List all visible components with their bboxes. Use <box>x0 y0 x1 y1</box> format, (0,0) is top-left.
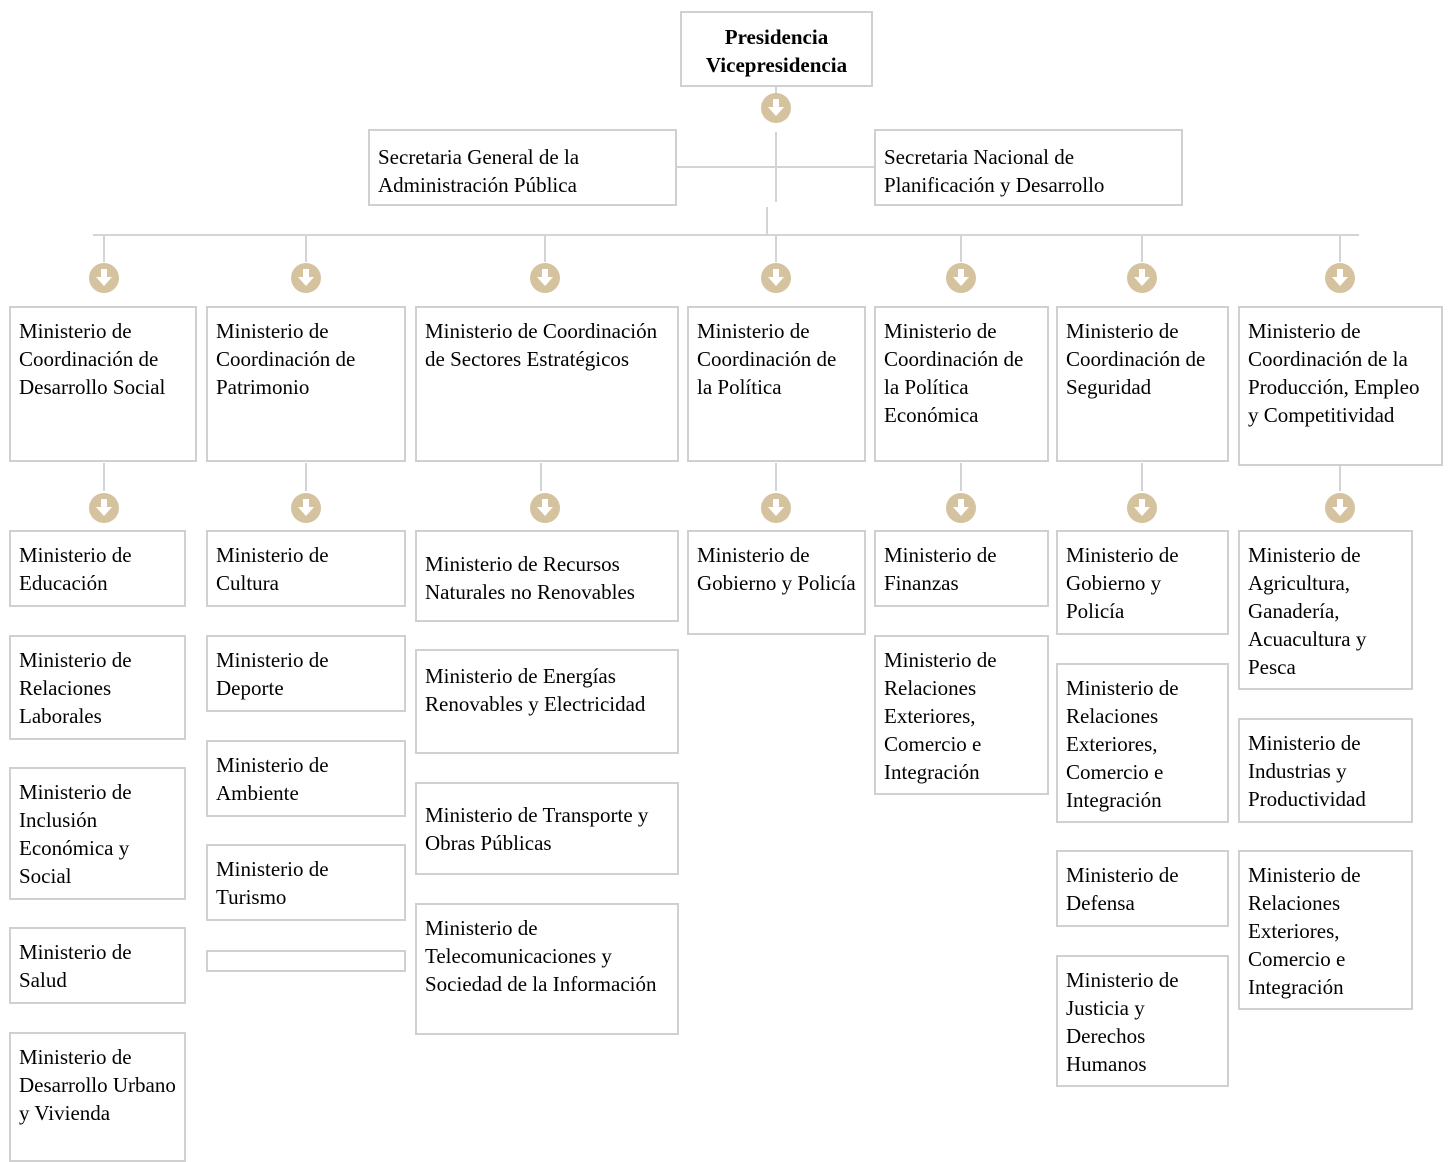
ministry-node: Ministerio de Educación <box>9 530 186 607</box>
down-arrow-circle-icon <box>291 493 321 523</box>
connector-line <box>305 463 307 491</box>
down-arrow-circle-icon <box>1325 493 1355 523</box>
connector-line <box>540 463 542 491</box>
ministry-node: Ministerio de Inclusión Económica y Soci… <box>9 767 186 900</box>
down-arrow-circle-icon <box>1127 263 1157 293</box>
ministry-node: Ministerio de Gobierno y Policía <box>1056 530 1229 635</box>
connector-line <box>960 463 962 491</box>
coordinator-node: Ministerio de Coordinación de la Polític… <box>687 306 866 462</box>
ministry-node: Ministerio de Recursos Naturales no Reno… <box>415 530 679 622</box>
ministry-node: Ministerio de Salud <box>9 927 186 1004</box>
connector-line <box>676 166 874 168</box>
coordinator-node: Ministerio de Coordinación de Patrimonio <box>206 306 406 462</box>
ministry-node: Ministerio de Industrias y Productividad <box>1238 718 1413 823</box>
down-arrow-circle-icon <box>1325 263 1355 293</box>
coordinator-node: Ministerio de Coordinación de la Producc… <box>1238 306 1443 466</box>
ministry-node: Ministerio de Desarrollo Urbano y Vivien… <box>9 1032 186 1162</box>
connector-line <box>766 207 768 235</box>
ministry-node: Ministerio de Deporte <box>206 635 406 712</box>
ministry-node: Ministerio de Relaciones Laborales <box>9 635 186 740</box>
connector-line <box>775 236 777 262</box>
down-arrow-circle-icon <box>946 493 976 523</box>
down-arrow-circle-icon <box>530 263 560 293</box>
secretariat-general-node: Secretaria General de la Administración … <box>368 129 677 206</box>
ministry-node: Ministerio de Ambiente <box>206 740 406 817</box>
secretariat-planning-node: Secretaria Nacional de Planificación y D… <box>874 129 1183 206</box>
down-arrow-circle-icon <box>761 493 791 523</box>
down-arrow-circle-icon <box>761 263 791 293</box>
connector-line <box>1339 463 1341 491</box>
ministry-node: Ministerio de Defensa <box>1056 850 1229 927</box>
down-arrow-circle-icon <box>761 93 791 123</box>
coordinator-node: Ministerio de Coordinación de Sectores E… <box>415 306 679 462</box>
ministry-node: Ministerio de Transporte y Obras Pública… <box>415 782 679 875</box>
presidency-label: Presidencia <box>724 25 829 49</box>
vicepresidency-label: Vicepresidencia <box>705 53 848 77</box>
ministry-node: Ministerio de Telecomunicaciones y Socie… <box>415 903 679 1035</box>
down-arrow-circle-icon <box>1127 493 1157 523</box>
coordinator-node: Ministerio de Coordinación de la Polític… <box>874 306 1049 462</box>
ministry-node: Ministerio de Agricultura, Ganadería, Ac… <box>1238 530 1413 690</box>
ministry-node: Ministerio de Relaciones Exteriores, Com… <box>1238 850 1413 1010</box>
presidency-node: Presidencia Vicepresidencia <box>680 11 873 87</box>
connector-line <box>775 463 777 491</box>
ministry-node: Ministerio de Relaciones Exteriores, Com… <box>1056 663 1229 823</box>
ministry-node: Ministerio de Gobierno y Policía <box>687 530 866 635</box>
ministry-node: Ministerio de Relaciones Exteriores, Com… <box>874 635 1049 795</box>
ministry-node: Ministerio de Turismo <box>206 844 406 921</box>
connector-line <box>544 236 546 262</box>
connector-line <box>103 236 105 262</box>
connector-line <box>775 86 777 96</box>
coordinator-node: Ministerio de Coordinación de Seguridad <box>1056 306 1229 462</box>
connector-line <box>1339 236 1341 262</box>
connector-line <box>1141 463 1143 491</box>
connector-line <box>960 236 962 262</box>
ministry-node: Ministerio de Finanzas <box>874 530 1049 607</box>
ministry-node-empty <box>206 950 406 972</box>
coordinator-node: Ministerio de Coordinación de Desarrollo… <box>9 306 197 462</box>
down-arrow-circle-icon <box>530 493 560 523</box>
connector-line <box>1141 236 1143 262</box>
down-arrow-circle-icon <box>89 263 119 293</box>
down-arrow-circle-icon <box>89 493 119 523</box>
connector-line <box>103 463 105 491</box>
down-arrow-circle-icon <box>291 263 321 293</box>
down-arrow-circle-icon <box>946 263 976 293</box>
connector-line <box>93 234 1359 236</box>
ministry-node: Ministerio de Justicia y Derechos Humano… <box>1056 955 1229 1087</box>
ministry-node: Ministerio de Energías Renovables y Elec… <box>415 649 679 754</box>
connector-line <box>305 236 307 262</box>
ministry-node: Ministerio de Cultura <box>206 530 406 607</box>
